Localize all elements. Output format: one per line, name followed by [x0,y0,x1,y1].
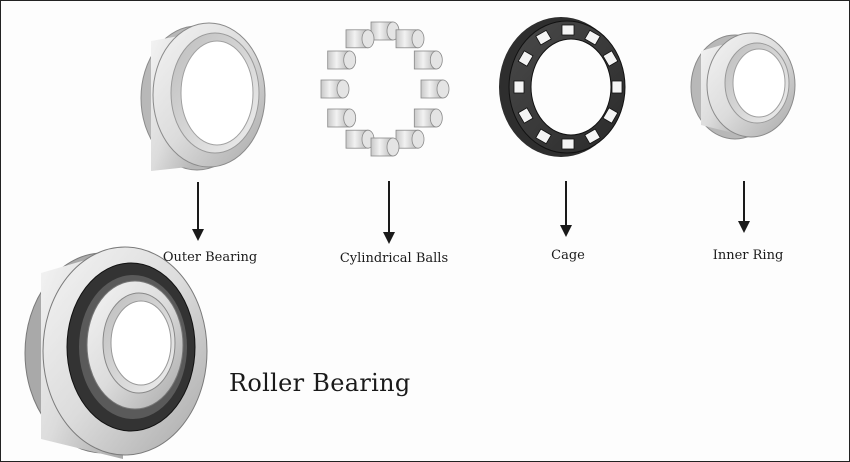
roller-bearing-assembly-illustration [24,246,208,459]
roller [320,79,350,99]
outer-ring-illustration [140,22,266,171]
cage-window [561,138,575,150]
cage-window [535,128,552,145]
label-cage: Cage [551,248,585,263]
roller [395,29,425,49]
arrow-down-icon [560,181,572,237]
cage-window [517,50,534,67]
roller [370,21,400,41]
roller [413,50,443,70]
arrow-down-icon [192,182,204,241]
label-inner-ring: Inner Ring [712,248,784,263]
roller [413,108,443,128]
arrow-down-icon [738,181,750,233]
cage-window [611,80,623,94]
cage-window [584,128,601,145]
label-outer-bearing: Outer Bearing [162,250,258,265]
label-roller-bearing: Roller Bearing [229,369,411,397]
cylindrical-rollers-illustration [320,21,450,157]
roller [345,29,375,49]
cage-window [602,50,619,67]
label-cylindrical-balls: Cylindrical Balls [339,251,449,266]
inner-ring-illustration [690,32,796,140]
roller [370,137,400,157]
arrow-down-icon [383,181,395,244]
roller [327,50,357,70]
cage-window [513,80,525,94]
cage-window [517,107,534,124]
roller [345,129,375,149]
cage-window [561,24,575,36]
cage-window [584,29,601,46]
cage-window [602,107,619,124]
roller [420,79,450,99]
roller [395,129,425,149]
cage-window [535,29,552,46]
roller [327,108,357,128]
cage-illustration [499,17,626,157]
